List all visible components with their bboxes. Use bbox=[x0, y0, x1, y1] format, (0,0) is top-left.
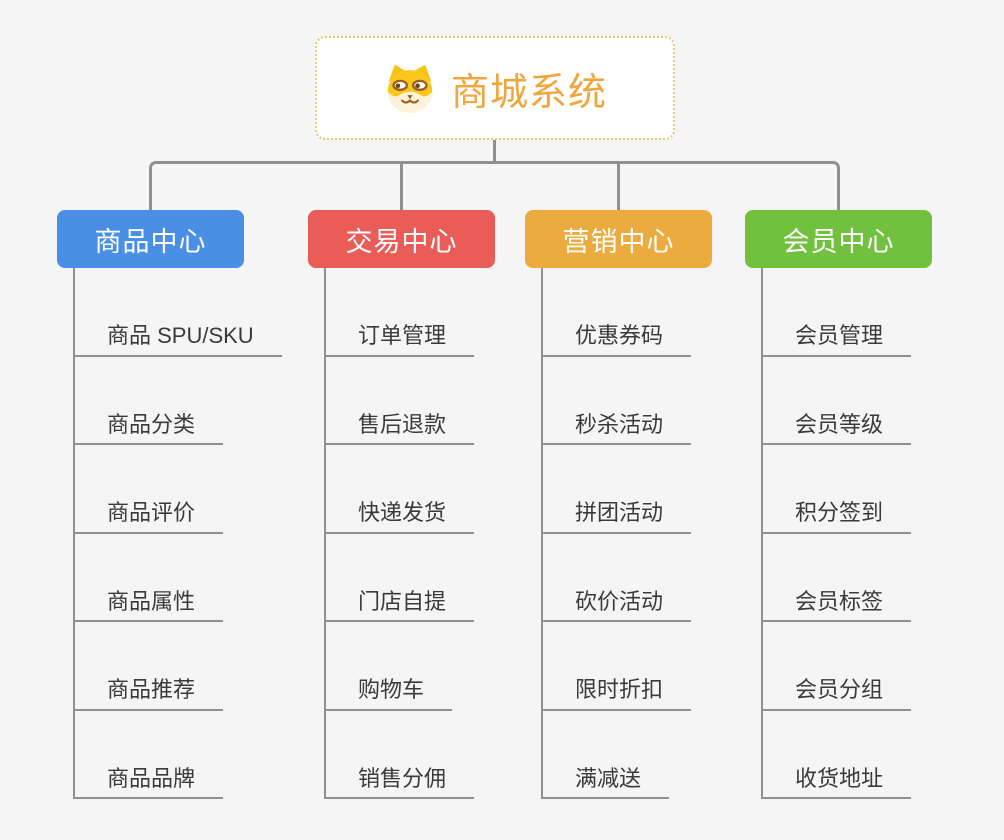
branch-node[interactable]: 营销中心 bbox=[525, 210, 712, 268]
child-topic[interactable]: 门店自提 bbox=[326, 534, 475, 622]
child-topic[interactable]: 商品推荐 bbox=[75, 622, 224, 711]
child-topic-label: 会员管理 bbox=[795, 323, 884, 349]
child-topic-label: 限时折扣 bbox=[575, 677, 664, 703]
child-topic[interactable]: 销售分佣 bbox=[326, 711, 475, 799]
child-topic[interactable]: 优惠券码 bbox=[543, 268, 692, 357]
branch-node[interactable]: 交易中心 bbox=[308, 210, 495, 268]
branch-node[interactable]: 商品中心 bbox=[57, 210, 244, 268]
child-topic-label: 优惠券码 bbox=[575, 323, 664, 349]
child-topic-label: 积分签到 bbox=[795, 500, 884, 526]
child-topic[interactable]: 购物车 bbox=[326, 622, 453, 711]
child-topic-label: 快递发货 bbox=[358, 500, 447, 526]
branch-children-column: 优惠券码秒杀活动拼团活动砍价活动限时折扣满减送 bbox=[541, 268, 692, 799]
child-topic-label: 秒杀活动 bbox=[575, 411, 664, 437]
child-topic-label: 会员分组 bbox=[795, 677, 884, 703]
child-topic[interactable]: 商品评价 bbox=[75, 445, 224, 534]
child-topic-label: 商品推荐 bbox=[107, 677, 196, 703]
child-topic-label: 会员标签 bbox=[795, 588, 884, 614]
child-topic[interactable]: 快递发货 bbox=[326, 445, 475, 534]
dog-face-icon bbox=[387, 64, 433, 113]
child-topic-label: 收货地址 bbox=[795, 765, 884, 791]
child-topic-label: 售后退款 bbox=[358, 411, 447, 437]
child-topic-label: 门店自提 bbox=[358, 588, 447, 614]
child-topic[interactable]: 会员标签 bbox=[763, 534, 912, 622]
branch-children-column: 商品 SPU/SKU 商品分类商品评价商品属性商品推荐商品品牌 bbox=[73, 268, 282, 799]
child-topic[interactable]: 售后退款 bbox=[326, 357, 475, 445]
child-topic[interactable]: 会员等级 bbox=[763, 357, 912, 445]
child-topic[interactable]: 收货地址 bbox=[763, 711, 912, 799]
child-topic[interactable]: 拼团活动 bbox=[543, 445, 692, 534]
child-topic[interactable]: 满减送 bbox=[543, 711, 670, 799]
child-topic-label: 满减送 bbox=[575, 765, 642, 791]
child-topic-label: 商品属性 bbox=[107, 588, 196, 614]
connector-elbow-left bbox=[149, 161, 495, 210]
child-topic[interactable]: 积分签到 bbox=[763, 445, 912, 534]
child-topic[interactable]: 商品属性 bbox=[75, 534, 224, 622]
child-topic[interactable]: 订单管理 bbox=[326, 268, 475, 357]
child-topic[interactable]: 砍价活动 bbox=[543, 534, 692, 622]
child-topic[interactable]: 商品品牌 bbox=[75, 711, 224, 799]
child-topic[interactable]: 商品 SPU/SKU bbox=[75, 268, 282, 357]
child-topic[interactable]: 会员分组 bbox=[763, 622, 912, 711]
connector-elbow-right bbox=[495, 161, 840, 210]
child-topic-label: 商品品牌 bbox=[107, 765, 196, 791]
child-topic-label: 商品 SPU/SKU bbox=[107, 323, 254, 349]
branch-children-column: 订单管理售后退款快递发货门店自提购物车销售分佣 bbox=[324, 268, 475, 799]
child-topic-label: 拼团活动 bbox=[575, 500, 664, 526]
connector-drop-branch-3 bbox=[617, 163, 620, 210]
branch-node[interactable]: 会员中心 bbox=[745, 210, 932, 268]
child-topic[interactable]: 秒杀活动 bbox=[543, 357, 692, 445]
child-topic-label: 商品分类 bbox=[107, 411, 196, 437]
child-topic-label: 订单管理 bbox=[358, 323, 447, 349]
root-title: 商城系统 bbox=[450, 71, 607, 114]
child-topic-label: 商品评价 bbox=[107, 500, 196, 526]
child-topic-label: 销售分佣 bbox=[358, 765, 447, 791]
child-topic[interactable]: 商品分类 bbox=[75, 357, 224, 445]
root-node[interactable]: 商城系统 bbox=[315, 36, 675, 140]
child-topic-label: 购物车 bbox=[358, 677, 425, 703]
child-topic-label: 砍价活动 bbox=[575, 588, 664, 614]
child-topic[interactable]: 限时折扣 bbox=[543, 622, 692, 711]
connector-drop-branch-2 bbox=[400, 163, 403, 210]
child-topic[interactable]: 会员管理 bbox=[763, 268, 912, 357]
connector-root-drop bbox=[493, 138, 496, 164]
child-topic-label: 会员等级 bbox=[795, 411, 884, 437]
branch-children-column: 会员管理会员等级积分签到会员标签会员分组收货地址 bbox=[761, 268, 912, 799]
